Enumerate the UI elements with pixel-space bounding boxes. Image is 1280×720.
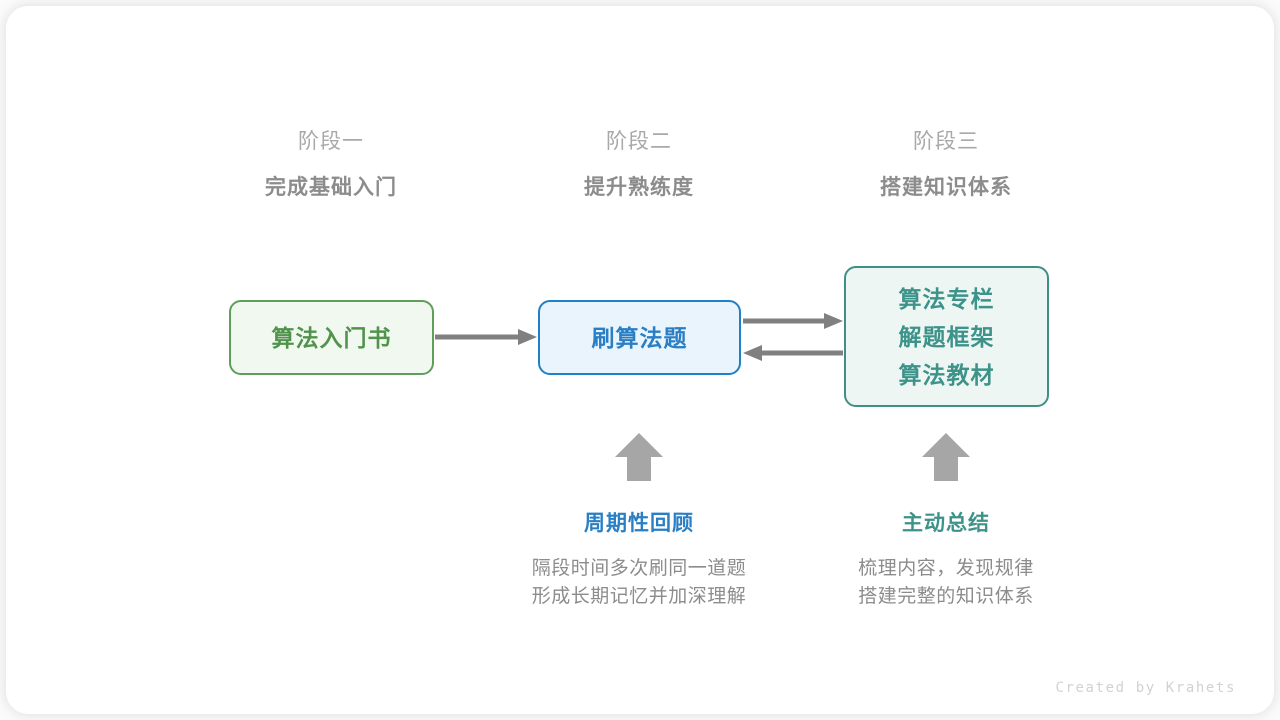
stage-title-1: 完成基础入门 (265, 176, 397, 199)
node-algorithm-intro-book[interactable]: 算法入门书 (229, 300, 434, 375)
stage-label-1: 阶段一 (298, 130, 364, 153)
note-body-line: 形成长期记忆并加深理解 (531, 586, 747, 607)
credit-text: Created by Krahets (1055, 680, 1236, 696)
stage-title-3: 搭建知识体系 (880, 176, 1012, 199)
stage-heading-3: 阶段三 搭建知识体系 (816, 128, 1076, 202)
node-learning-resources[interactable]: 算法专栏 解题框架 算法教材 (844, 266, 1049, 407)
note-body: 梳理内容，发现规律 搭建完整的知识体系 (796, 555, 1096, 611)
stage-heading-1: 阶段一 完成基础入门 (201, 128, 461, 202)
stage-heading-2: 阶段二 提升熟练度 (509, 128, 769, 202)
note-body-line: 隔段时间多次刷同一道题 (531, 558, 747, 579)
node-line: 算法教材 (898, 361, 995, 388)
node-line: 算法专栏 (898, 285, 995, 312)
note-body-line: 梳理内容，发现规律 (858, 558, 1034, 579)
stage-label-3: 阶段三 (913, 130, 979, 153)
note-title: 主动总结 (902, 512, 990, 535)
stage-title-2: 提升熟练度 (584, 176, 694, 199)
node-line: 解题框架 (898, 323, 995, 350)
node-line: 算法入门书 (271, 324, 392, 351)
node-line: 刷算法题 (591, 324, 688, 351)
stage-label-2: 阶段二 (606, 130, 672, 153)
note-title: 周期性回顾 (584, 512, 694, 535)
node-practice-problems[interactable]: 刷算法题 (538, 300, 741, 375)
note-body-line: 搭建完整的知识体系 (858, 586, 1034, 607)
note-body: 隔段时间多次刷同一道题 形成长期记忆并加深理解 (489, 555, 789, 611)
note-periodic-review: 周期性回顾 隔段时间多次刷同一道题 形成长期记忆并加深理解 (489, 509, 789, 611)
note-active-summary: 主动总结 梳理内容，发现规律 搭建完整的知识体系 (796, 509, 1096, 611)
